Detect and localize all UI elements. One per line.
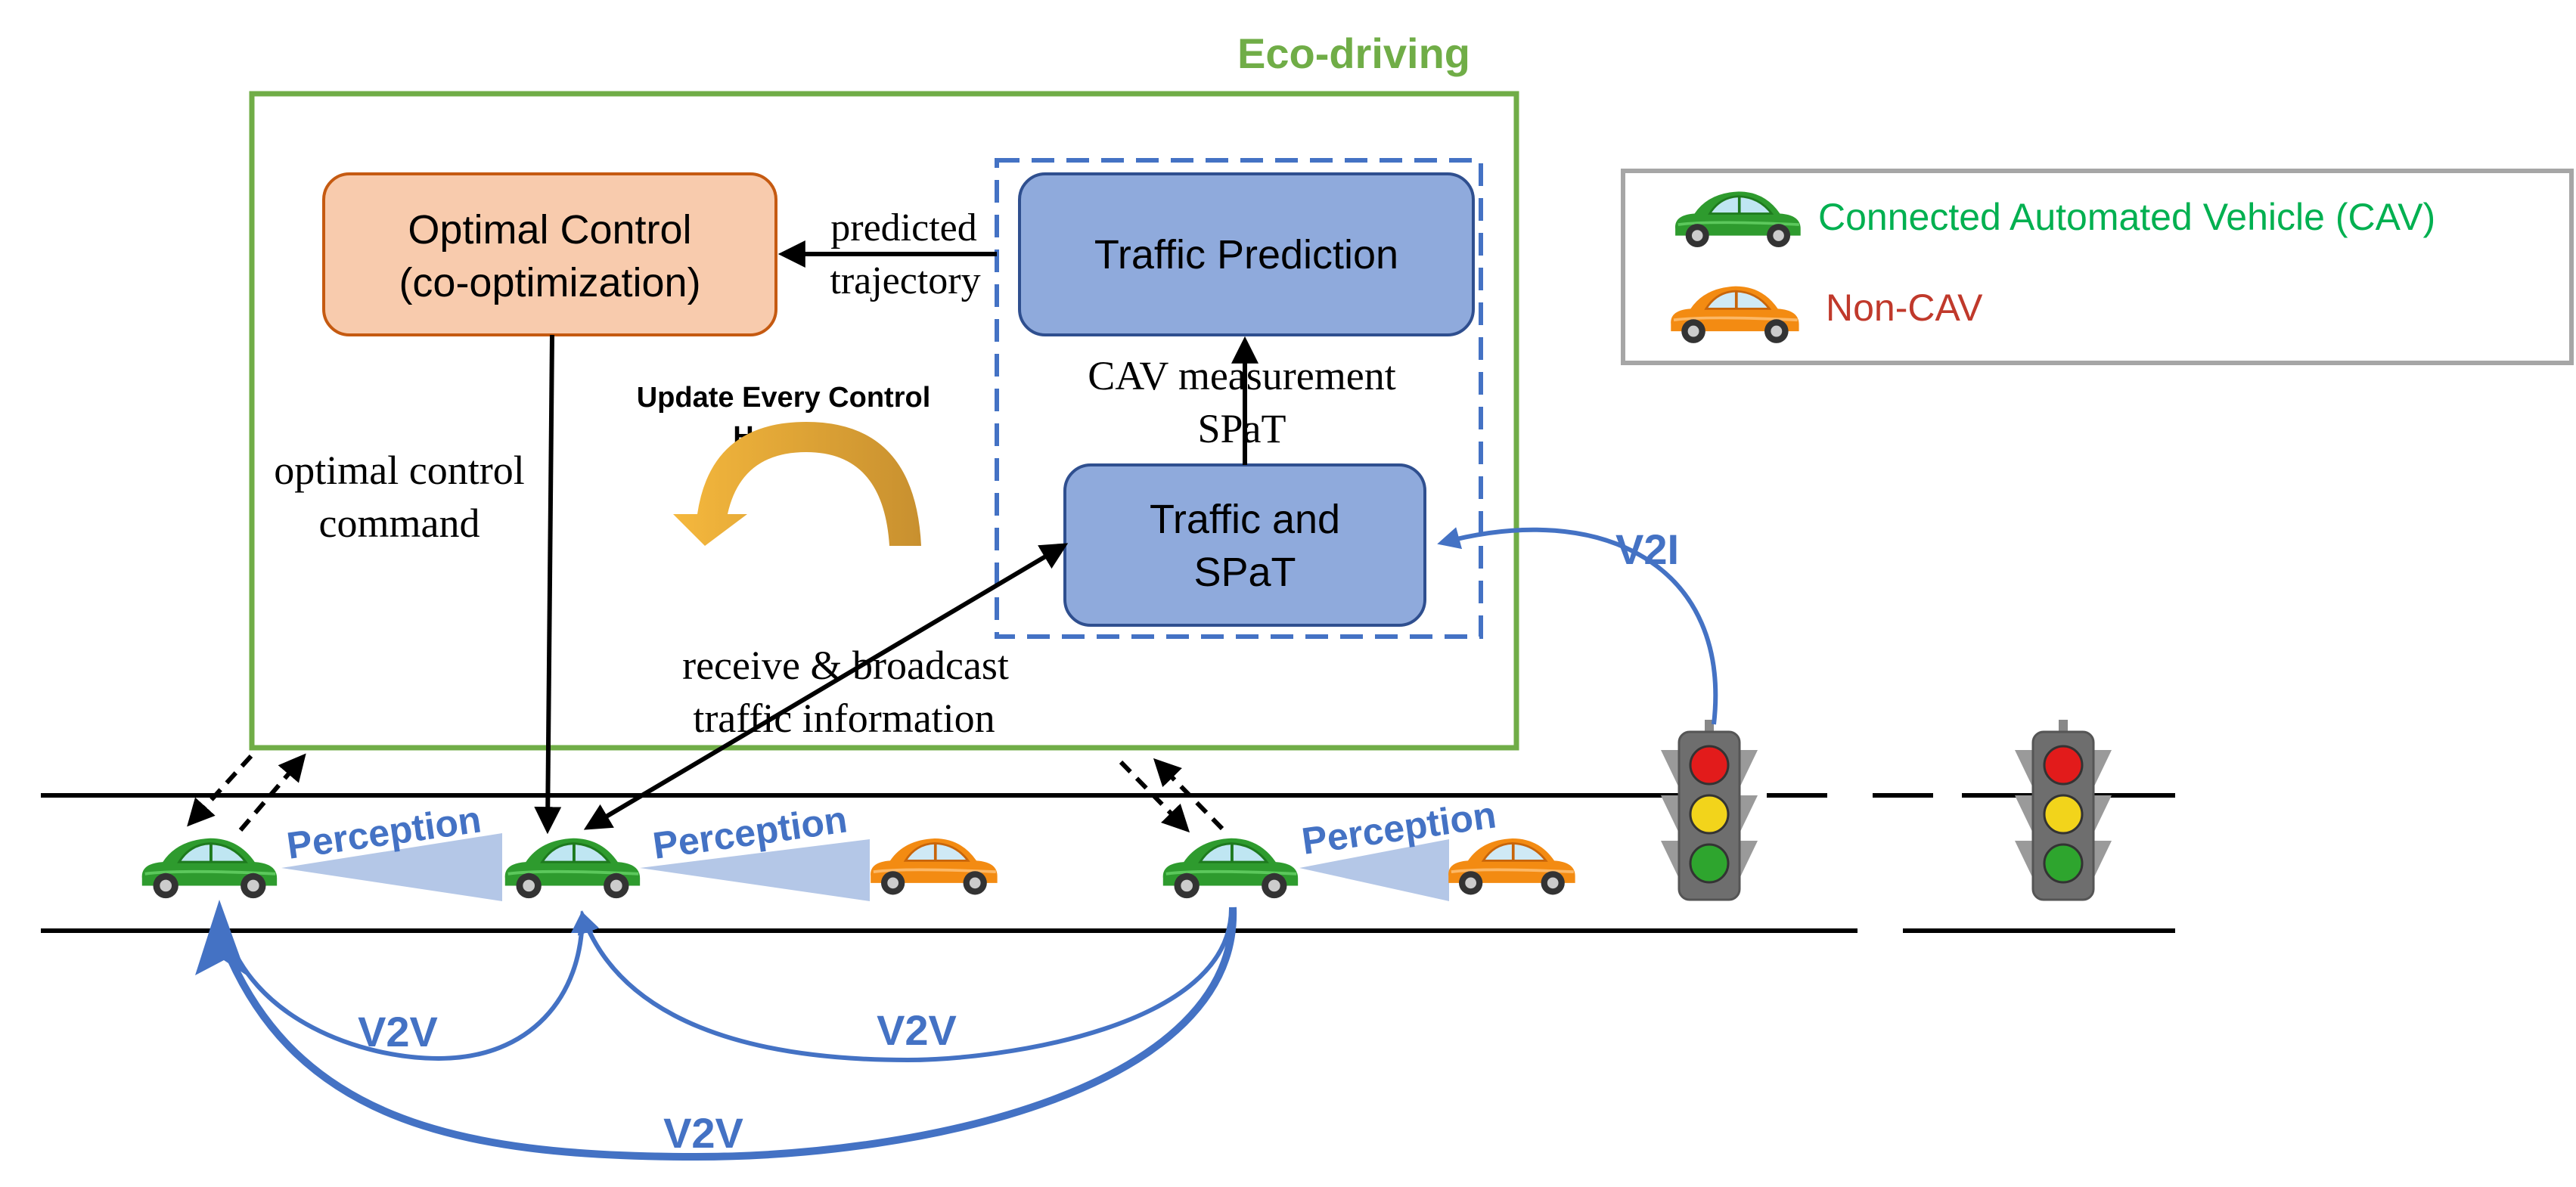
receive-label-1: receive & broadcast: [682, 643, 1009, 688]
perception-cone-1: [281, 833, 502, 901]
optimal-control-command-arrow: [534, 334, 562, 835]
traffic-light-icon: [1659, 720, 1759, 901]
prediction-group-frame: [995, 158, 1483, 639]
perception-cone-2: [640, 839, 870, 901]
green-car-icon: [505, 838, 640, 898]
traffic-prediction-box: [1018, 172, 1475, 336]
optimal-control-box: [322, 172, 777, 336]
dashed-arrow-up-2: [1153, 758, 1224, 831]
eco-driving-title: Eco-driving: [1237, 29, 1470, 77]
v2v-arrowhead: [195, 900, 247, 975]
traffic-spat-line2: SPaT: [1193, 550, 1296, 595]
v2v-label-3: V2V: [663, 1109, 743, 1157]
traffic-spat-box: [1063, 463, 1426, 627]
optimal-cmd-label-1: optimal control: [274, 448, 524, 493]
predicted-label-1: predicted: [830, 206, 976, 249]
spat-label: SPaT: [1197, 406, 1286, 451]
optimal-control-line1: Optimal Control: [408, 207, 691, 253]
predicted-label-2: trajectory: [830, 259, 980, 302]
update-label-1: Update Every Control: [637, 382, 931, 414]
v2i-link: [1437, 527, 1718, 725]
v2v-label-1: V2V: [358, 1008, 438, 1055]
traffic-light-icon: [2013, 720, 2113, 901]
optimal-control-line2: (co-optimization): [399, 260, 700, 305]
receive-broadcast-arrow: [583, 543, 1069, 830]
v2v-label-2: V2V: [877, 1006, 957, 1054]
v2v-link-1: [222, 910, 594, 1061]
traffic-spat-line1: Traffic and: [1150, 497, 1340, 542]
perception-cone-3: [1299, 839, 1449, 901]
dashed-arrow-up-1: [238, 753, 306, 832]
update-arrow-icon: [673, 422, 921, 546]
legend-noncav-label: Non-CAV: [1826, 287, 1983, 329]
v2i-label: V2I: [1615, 525, 1679, 573]
orange-car-icon: [1448, 838, 1575, 895]
legend-cav-label: Connected Automated Vehicle (CAV): [1818, 196, 2435, 238]
green-car-icon: [142, 838, 277, 898]
v2v-link-2: [577, 907, 1234, 1063]
orange-car-icon: [871, 838, 998, 895]
optimal-cmd-label-2: command: [319, 501, 480, 546]
cav-measurement-label: CAV measurement: [1088, 353, 1395, 398]
traffic-prediction-label: Traffic Prediction: [1094, 232, 1398, 277]
dashed-arrow-down-2: [1119, 760, 1190, 833]
green-car-icon: [1163, 838, 1298, 898]
receive-label-2: traffic information: [693, 696, 995, 741]
v2v-link-3: [216, 907, 1237, 1161]
dashed-arrow-down-1: [187, 754, 253, 827]
